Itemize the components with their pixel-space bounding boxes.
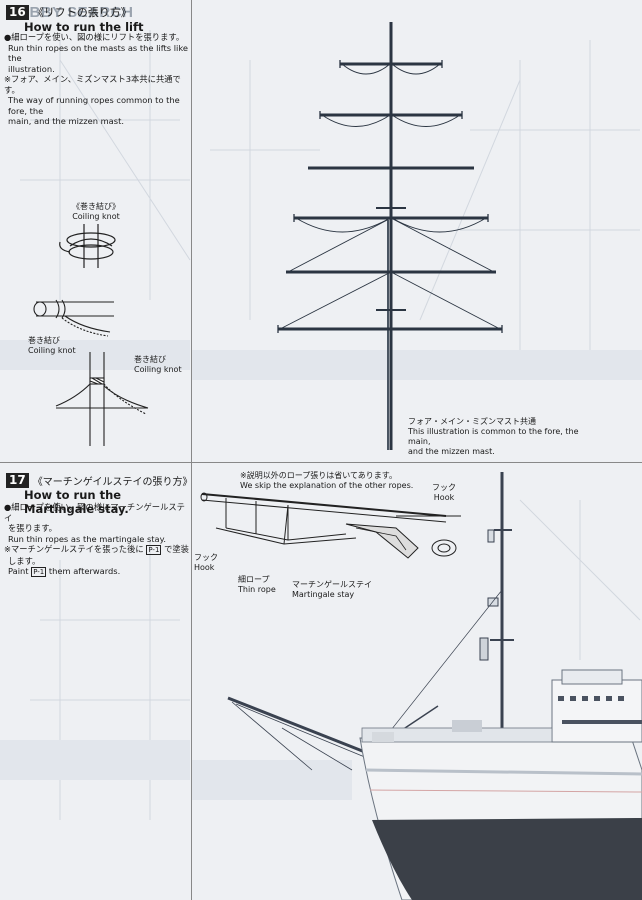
step16-en-line2b: main, and the mizzen mast. bbox=[8, 116, 124, 126]
skip-note-jp: ※説明以外のロープ張りは省いてあります。 bbox=[240, 471, 397, 480]
step16-jp-line1: ●細ロープを使い、図の様にリフトを張ります。 bbox=[4, 32, 185, 42]
coil-knot-diagram-3 bbox=[55, 352, 149, 446]
coil-knot-diagram-1 bbox=[59, 224, 116, 268]
bowsprit-detail-diagram bbox=[200, 492, 461, 559]
step16-jp-title: 《リフトの張り方》 bbox=[32, 6, 132, 19]
step17-jp-line2-a: ※マーチンゲールステイを張った後に bbox=[4, 544, 144, 554]
martingale-stay-en: Martingale stay bbox=[292, 590, 355, 599]
step16-jp-line2: ※フォア、メイン、ミズンマスト3本共に共通です。 bbox=[4, 74, 181, 95]
step16-number: 16 bbox=[6, 4, 29, 20]
step17-jp-line1b: を張ります。 bbox=[8, 523, 57, 533]
coil-knot-jp-1: 《巻き結び》 bbox=[72, 202, 120, 211]
step17-jp-line2-b: で塗装 bbox=[164, 544, 189, 554]
paint-code-badge: P-1 bbox=[146, 545, 162, 555]
mast-note: フォア・メイン・ミズンマスト共通 This illustration is co… bbox=[408, 417, 598, 457]
column-divider-bottom bbox=[191, 462, 192, 900]
step16-header: 16 《リフトの張り方》 How to run the lift bbox=[6, 4, 191, 34]
hook-right-en: Hook bbox=[433, 493, 455, 502]
skip-note: ※説明以外のロープ張りは省いてあります。 We skip the explana… bbox=[240, 471, 413, 491]
step16-en-line1b: illustration. bbox=[8, 63, 55, 74]
thin-rope-en: Thin rope bbox=[238, 585, 276, 594]
hook-label-left: フック Hook bbox=[194, 553, 218, 573]
hook-right-jp: フック bbox=[432, 483, 456, 492]
column-divider-top bbox=[191, 0, 192, 462]
coil-knot-label-3: 巻き結び Coiling knot bbox=[134, 355, 182, 375]
hook-left-en: Hook bbox=[194, 563, 215, 572]
paint-code-en: 1 bbox=[39, 568, 45, 576]
martingale-stay-jp: マーチンゲールステイ bbox=[292, 580, 372, 589]
thin-rope-jp: 細ロープ bbox=[238, 575, 270, 584]
mast-note-en-2: and the mizzen mast. bbox=[408, 447, 495, 456]
step16-en-title: How to run the lift bbox=[24, 20, 144, 34]
mast-lift-diagram bbox=[277, 22, 503, 450]
step17-jp-line1: ●細ロープを使い、図の様にマーチンゲールステイ bbox=[4, 502, 185, 523]
step17-en-line2: Paint P-1 them afterwards. bbox=[4, 566, 190, 578]
coil-knot-en-2: Coiling knot bbox=[28, 346, 76, 355]
coil-knot-en-3: Coiling knot bbox=[134, 365, 182, 374]
coil-knot-label-1: 《巻き結び》 Coiling knot bbox=[72, 202, 120, 222]
coil-knot-en-1: Coiling knot bbox=[72, 212, 120, 221]
step17-instructions: ●細ロープを使い、図の様にマーチンゲールステイ を張ります。 Run thin … bbox=[4, 502, 190, 578]
martingale-stay-label: マーチンゲールステイ Martingale stay bbox=[292, 580, 372, 600]
paint-code-badge-en: P-1 bbox=[31, 567, 47, 577]
step17-jp-line2c: します。 bbox=[8, 555, 41, 566]
hook-left-jp: フック bbox=[194, 553, 218, 562]
section-divider bbox=[0, 462, 642, 463]
step17-jp-title: 《マーチンゲイルステイの張り方》 bbox=[32, 477, 193, 488]
coil-knot-jp-3: 巻き結び bbox=[134, 355, 166, 364]
ship-bow-photo bbox=[227, 472, 642, 900]
step17-en-line1: Run thin ropes as the martingale stay. bbox=[8, 533, 167, 544]
step16-en-line1a: Run thin ropes on the masts as the lifts… bbox=[8, 42, 188, 64]
paint-code: 1 bbox=[154, 546, 160, 554]
skip-note-en: We skip the explanation of the other rop… bbox=[240, 481, 414, 490]
step17-en-line2-b: them afterwards. bbox=[48, 566, 121, 576]
thin-rope-label: 細ロープ Thin rope bbox=[238, 575, 276, 595]
step17-number: 17 bbox=[6, 473, 29, 488]
mast-note-jp: フォア・メイン・ミズンマスト共通 bbox=[408, 417, 536, 426]
step17-en-line2-a: Paint bbox=[8, 566, 29, 576]
step17-header: 17 《マーチンゲイルステイの張り方》 How to run the Marti… bbox=[6, 473, 193, 516]
coil-knot-diagram-2 bbox=[33, 299, 114, 337]
step16-instructions: ●細ロープを使い、図の様にリフトを張ります。 Run thin ropes on… bbox=[4, 32, 190, 127]
step17-jp-line2: ※マーチンゲールステイを張った後に P-1 で塗装 bbox=[4, 544, 190, 556]
mast-note-en-1: This illustration is common to the fore,… bbox=[408, 427, 579, 446]
hook-label-right: フック Hook bbox=[432, 483, 456, 503]
watermark: HOBBY SEARCH bbox=[6, 4, 134, 21]
step17-en-title: How to run the Martingale stay. bbox=[24, 488, 129, 516]
step16-en-line2a: The way of running ropes common to the f… bbox=[8, 95, 180, 116]
coil-knot-label-2: 巻き結び Coiling knot bbox=[28, 336, 76, 356]
coil-knot-jp-2: 巻き結び bbox=[28, 336, 60, 345]
